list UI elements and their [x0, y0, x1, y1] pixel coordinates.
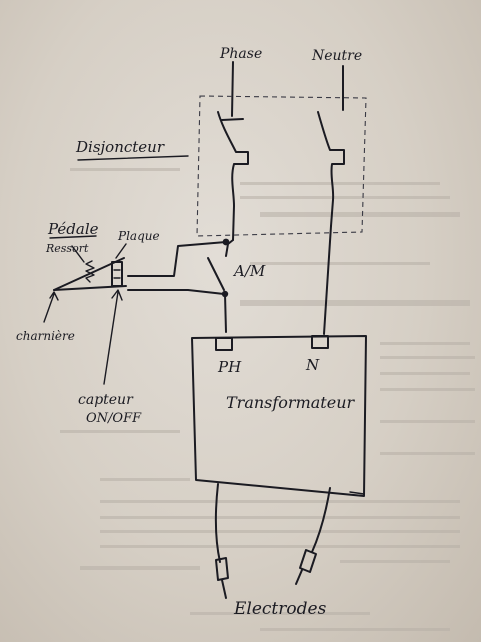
electrodes-label: Electrodes	[233, 599, 327, 619]
ressort-label: Ressort	[45, 242, 89, 255]
pedal-label-underline	[49, 235, 97, 239]
breaker-enclosure	[196, 95, 367, 237]
ph-label: PH	[217, 358, 242, 376]
electrode-right	[295, 549, 317, 585]
electrode-wire-right	[311, 487, 331, 553]
plaque-leader	[115, 243, 127, 259]
ph-terminal	[215, 337, 233, 351]
sensor-plate	[111, 261, 123, 287]
breaker-label-underline	[77, 155, 189, 161]
electrode-wire-left	[214, 483, 221, 563]
breaker-switch-neutral	[317, 111, 345, 227]
output-stub	[349, 491, 365, 495]
plaque-label: Plaque	[117, 229, 160, 243]
disjoncteur-label: Disjoncteur	[75, 138, 165, 156]
branch-to-sensor-top	[127, 241, 227, 277]
phase-input-wire	[221, 61, 244, 121]
switch-to-transformer-wire	[224, 293, 227, 333]
transformer-box	[191, 335, 367, 497]
neutral-to-transformer-wire	[323, 225, 332, 335]
sensor-plate-mark	[113, 269, 121, 279]
electrode-left	[215, 557, 229, 599]
pedal-assembly	[49, 235, 127, 291]
sensor-arrow	[103, 289, 123, 385]
background-print	[60, 168, 475, 631]
branch-to-sensor-bottom	[127, 289, 225, 295]
am-label: A/M	[232, 262, 266, 280]
hinge-arrow	[43, 291, 59, 323]
n-terminal	[311, 335, 329, 349]
capteur-onoff-label: ON/OFF	[86, 411, 142, 426]
capteur-label: capteur	[78, 392, 134, 408]
phase-label: Phase	[219, 46, 262, 62]
am-switch-blade	[207, 257, 225, 291]
charniere-label: charnière	[16, 329, 75, 343]
neutre-label: Neutre	[311, 48, 362, 64]
spring	[85, 260, 95, 283]
pedale-label: Pédale	[47, 220, 99, 238]
ressort-leader	[71, 245, 85, 263]
breaker-switch-phase	[217, 111, 249, 241]
transformateur-label: Transformateur	[226, 393, 355, 412]
n-label: N	[305, 356, 320, 374]
